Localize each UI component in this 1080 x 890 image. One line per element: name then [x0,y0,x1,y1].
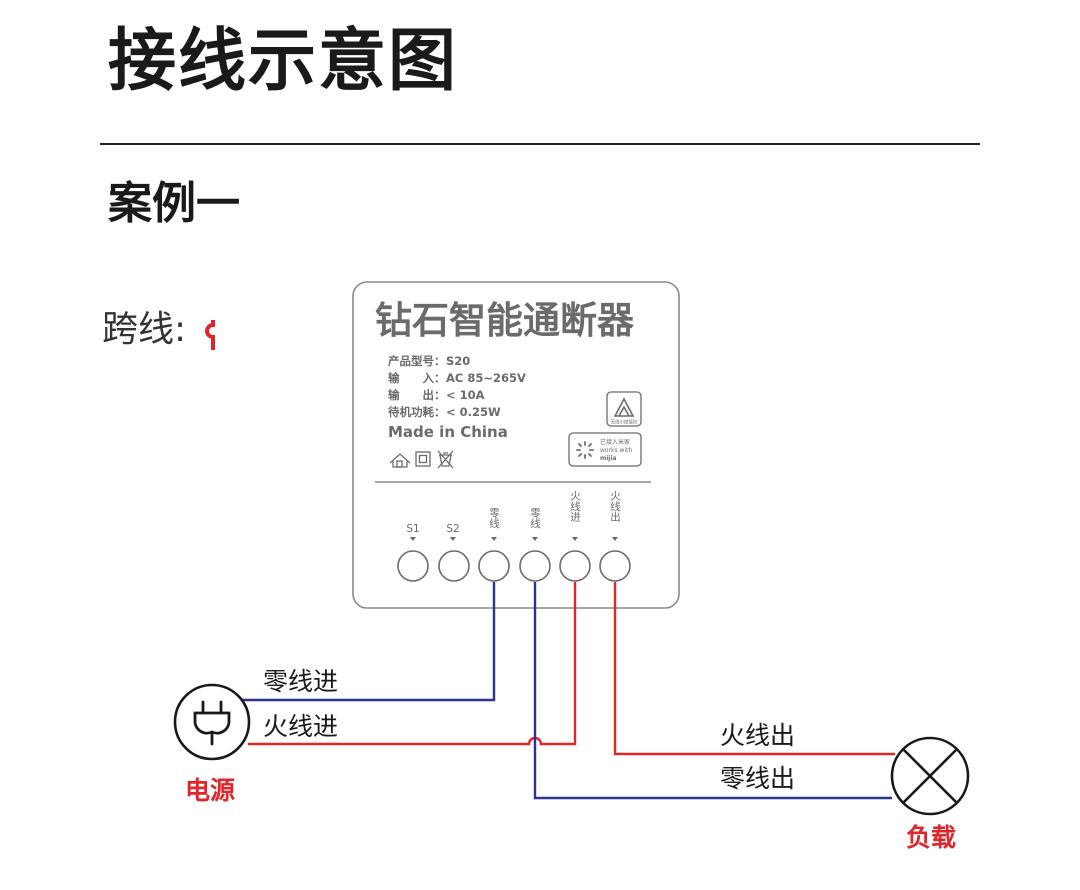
wire-label-live-in: 火线进 [263,712,338,741]
terminal-live-out [599,550,631,582]
power-circle [173,683,251,761]
plug-icon [193,700,231,746]
wire-neutral-out [533,582,892,800]
spec-label-standby: 待机功耗： [388,405,446,419]
terminal-label-l-in: 火线进 [569,490,581,522]
spec-value-output: < 10A [446,388,485,402]
terminal-labels: S1 S2 零线 零线 火线进 火线出 [406,490,621,535]
spec-value-input: AC 85~265V [446,371,526,385]
arrow-down-icon [572,537,578,541]
terminal-label-s2: S2 [446,523,459,535]
voice-logo-text: 无线小度接控 [611,419,638,426]
switch-device: 钻石智能通断器 产品型号： S20 输 入： AC 85~265V 输 出： <… [352,281,680,609]
mijia-line3: mijia [600,455,616,462]
terminal-arrows [410,537,618,541]
power-label: 电源 [185,776,235,805]
case-title: 案例一 [108,178,240,229]
page-title: 接线示意图 [108,22,459,101]
terminal-label-n1: 零线 [488,508,500,529]
cert-icons [389,450,454,469]
terminals [397,550,631,582]
terminal-s1 [397,550,429,582]
arrow-down-icon [612,537,618,541]
terminal-live-in [559,550,591,582]
indoor-use-icon [389,453,411,468]
load-label: 负载 [906,823,956,852]
title-divider [100,143,980,145]
lamp-cross-icon [902,748,958,804]
weee-bin-icon [437,450,454,469]
crossing-label: 跨线: [102,309,187,350]
terminal-neutral-2 [519,550,551,582]
crossing-symbol-icon [205,320,215,350]
terminal-neutral-1 [478,550,510,582]
spec-label-input: 输 入： [388,371,446,385]
terminal-label-n2: 零线 [529,508,541,529]
mijia-badge: 已接入米家 works with mijia [568,432,642,467]
device-name: 钻石智能通断器 [375,299,635,342]
mijia-line2: works with [600,447,632,454]
spec-value-standby: < 0.25W [446,405,501,419]
arrow-down-icon [450,537,456,541]
power-source: 电源 [173,683,251,805]
spec-label-output: 输 出： [388,388,446,402]
terminal-label-l-out: 火线出 [609,490,621,522]
terminal-label-s1: S1 [406,523,419,535]
device-specs: 产品型号： S20 输 入： AC 85~265V 输 出： < 10A 待机功… [388,354,526,419]
wire-label-neutral-out: 零线出 [720,764,795,793]
voice-logo-icon [613,397,635,417]
spec-label-model: 产品型号： [388,354,446,368]
mijia-line1: 已接入米家 [600,438,630,446]
wire-neutral-in [238,582,496,702]
crossing-legend: 跨线: [102,312,186,348]
spec-value-model: S20 [446,354,470,368]
terminal-s2 [438,550,470,582]
arrow-down-icon [532,537,538,541]
wires [238,582,895,800]
arrow-down-icon [491,537,497,541]
wire-live-out [613,582,895,756]
wire-label-live-out: 火线出 [720,721,795,750]
device-outline [352,281,680,609]
load: 负载 [890,736,970,852]
arrow-down-icon [410,537,416,541]
wire-label-neutral-in: 零线进 [263,667,338,696]
mijia-sun-icon [576,441,594,459]
made-in-label: Made in China [388,423,508,441]
double-insulation-icon [415,451,431,467]
voice-control-logo: 无线小度接控 [606,391,642,427]
